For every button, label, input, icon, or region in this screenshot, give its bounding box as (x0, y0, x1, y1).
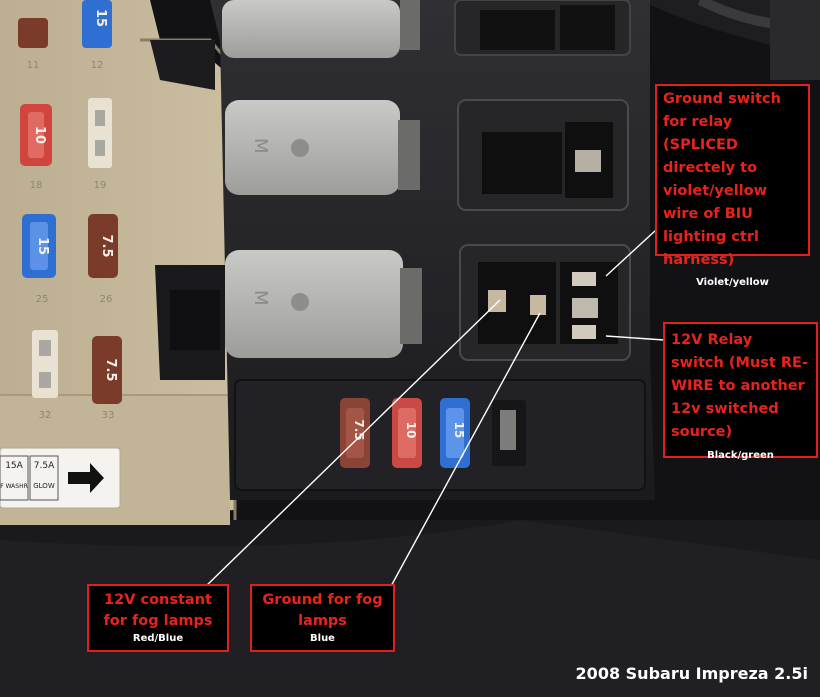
callout-ground-switch-text: Ground switch for relay (SPLICED directe… (663, 91, 781, 268)
relay-bottom: M (225, 250, 422, 358)
callout-ground-fog-text: Ground for fog lamps (262, 592, 383, 629)
relay-middle: M (225, 100, 420, 195)
pointer-relay-switch (605, 335, 665, 341)
card-rating: 7.5A (34, 461, 55, 471)
photo-caption: 2008 Subaru Impreza 2.5i (575, 664, 808, 683)
tan-panel-fuses: 15 11 12 10 18 19 15 7.5 25 26 (18, 0, 122, 421)
callout-constant-text: 12V constant for fog lamps (103, 592, 213, 629)
pointer-ground-fog (389, 312, 541, 589)
pointer-ground-switch (605, 229, 657, 277)
callout-ground-fog: Ground for fog lamps Blue (250, 584, 395, 652)
svg-text:M: M (250, 290, 271, 306)
callout-relay-switch: 12V Relay switch (Must RE-WIRE to anothe… (663, 322, 818, 461)
box-fuse-label: 15 (452, 422, 466, 439)
slot-number: 26 (100, 294, 113, 305)
pointer-lines (203, 229, 665, 589)
callout-constant: 12V constant for fog lamps Red/Blue (87, 584, 229, 652)
fuse-label-card: 15A 7.5A F WASHR GLOW (0, 447, 121, 509)
card-name: GLOW (33, 482, 55, 490)
slot-number: 25 (36, 294, 49, 305)
fuse-label: 10 (32, 126, 47, 144)
callout-relay-switch-wire: Black/green (707, 450, 774, 461)
slot-number: 33 (102, 410, 115, 421)
slot-number: 11 (27, 60, 40, 71)
callout-ground-switch-wire: Violet/yellow (696, 277, 769, 288)
fuse-label: 15 (93, 9, 108, 27)
callout-ground-switch: Ground switch for relay (SPLICED directe… (655, 84, 810, 288)
slot-number: 12 (91, 60, 104, 71)
card-name: F WASHR (0, 483, 28, 490)
box-fuse-label: 10 (404, 422, 418, 439)
relay-top (222, 0, 420, 58)
slot-number: 18 (30, 180, 43, 191)
slot-number: 32 (39, 410, 52, 421)
fuse-label: 7.5 (103, 358, 118, 381)
fuse-label: 7.5 (99, 234, 114, 257)
callout-constant-wire: Red/Blue (132, 633, 184, 644)
arrow-right-icon (68, 463, 104, 493)
svg-text:M: M (250, 138, 271, 154)
box-fuses: 7.5 10 15 (340, 398, 526, 468)
callout-relay-switch-text: 12V Relay switch (Must RE-WIRE to anothe… (671, 332, 808, 440)
slot-number: 19 (94, 180, 107, 191)
fuse-label: 15 (35, 237, 50, 255)
relay-socket-middle (457, 99, 629, 211)
relay-socket-bottom (459, 244, 631, 361)
card-rating: 15A (5, 461, 23, 471)
callout-ground-fog-wire: Blue (310, 633, 335, 644)
pointer-constant (203, 299, 501, 589)
box-fuse-label: 7.5 (352, 419, 366, 440)
relay-socket-top (454, 0, 631, 56)
